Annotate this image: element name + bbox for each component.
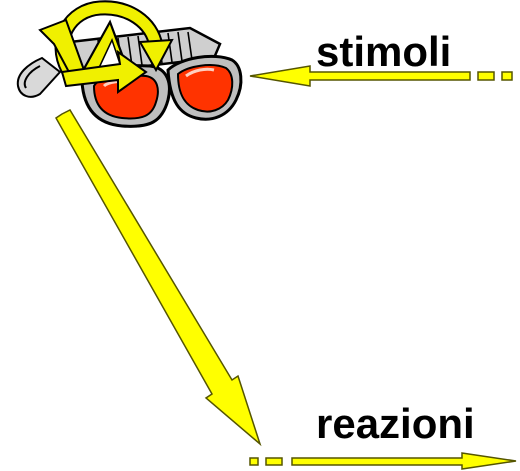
- recycle-arrows-icon: [38, 0, 174, 94]
- glasses-right-lens: [176, 64, 234, 113]
- stimuli-arrow: [249, 65, 513, 87]
- reactions-label: reazioni: [316, 400, 475, 447]
- reactions-arrow: [249, 452, 517, 470]
- glasses-temple-arm: [16, 56, 62, 98]
- stimuli-label: stimoli: [316, 28, 451, 75]
- diagonal-arrow: [55, 109, 262, 447]
